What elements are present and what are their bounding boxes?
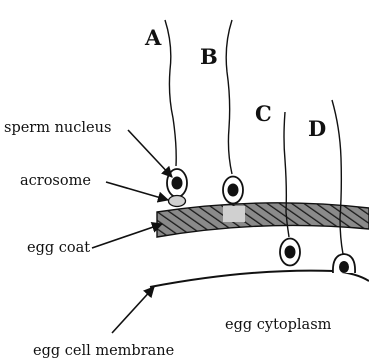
sperm-nucleus-arrow [128,130,172,177]
label-sperm-nucleus: sperm nucleus [4,120,111,136]
sperm-d [332,100,355,273]
label-egg-cytoplasm: egg cytoplasm [225,317,332,333]
label-egg-coat: egg coat [27,240,90,256]
egg-coat-arrow [92,224,162,248]
label-stage-d: D [308,116,326,141]
sperm-d-tail [332,100,343,254]
sperm-a [165,20,187,207]
sperm-c-nucleus [285,246,296,259]
sperm-a-nucleus [172,177,183,190]
egg-coat-band [157,203,369,237]
sperm-b-digested-coat [223,206,245,222]
sperm-b [223,20,245,222]
sperm-d-nucleus [339,261,349,273]
sperm-a-tail [165,20,176,166]
egg-cell-membrane-line [150,271,369,287]
label-egg-cell-membrane: egg cell membrane [33,343,174,358]
label-stage-a: A [144,25,162,50]
sperm-b-tail [226,20,232,174]
sperm-a-acrosome [169,196,186,207]
egg-cell-membrane-arrow [112,287,154,333]
sperm-b-nucleus [228,184,239,197]
label-stage-b: B [200,44,218,69]
sperm-c [280,112,300,266]
label-stage-c: C [255,101,272,126]
acrosome-arrow [106,182,168,200]
label-acrosome: acrosome [20,173,91,189]
